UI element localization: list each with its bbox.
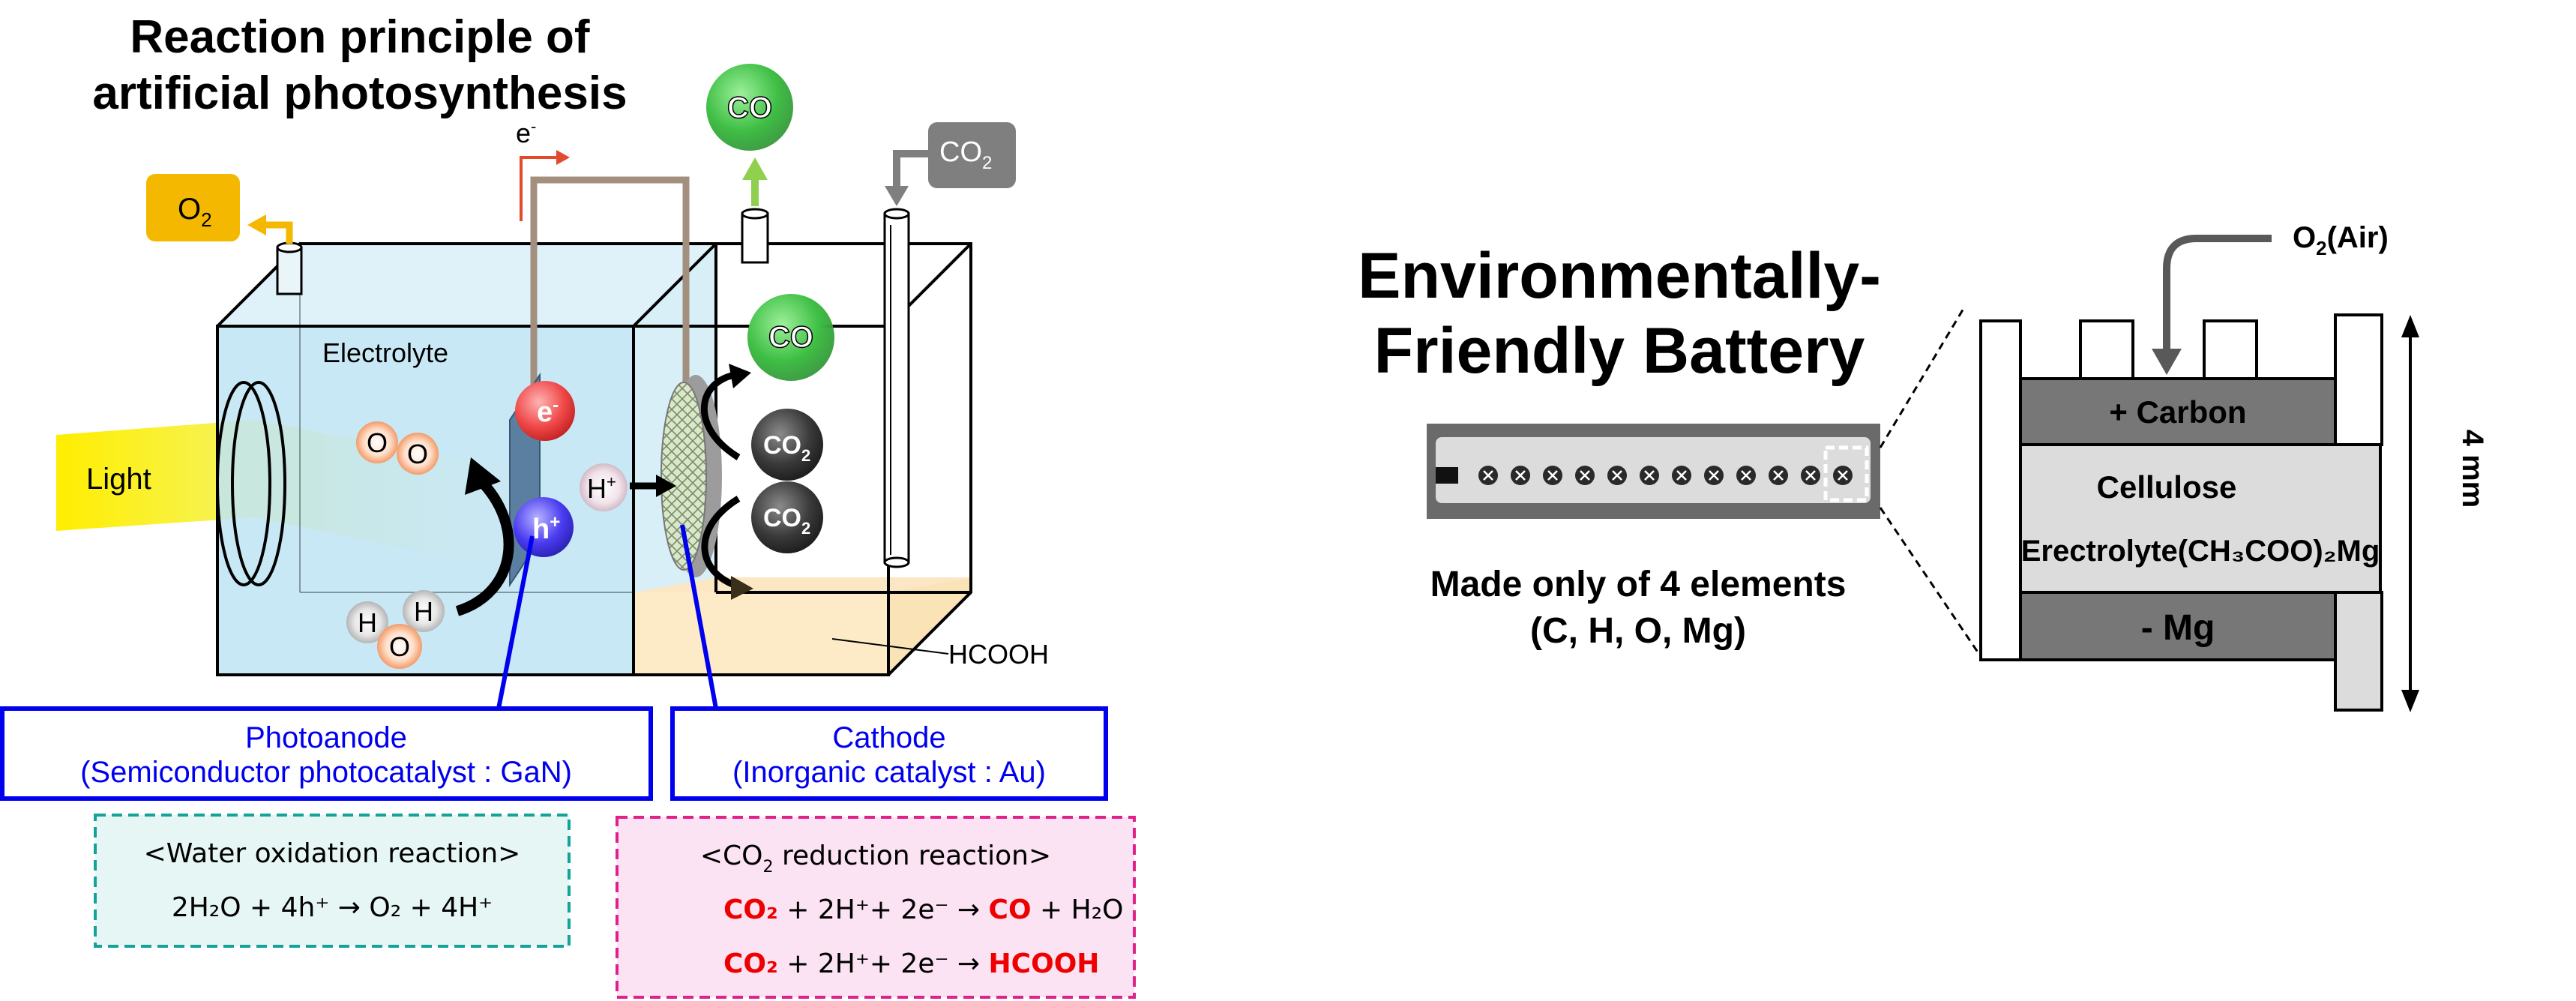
co2-ball-1 xyxy=(751,409,823,481)
air-vent-1 xyxy=(2079,319,2134,380)
co-reduction-arrow xyxy=(700,371,741,460)
right-current-collector-top xyxy=(2334,313,2383,446)
external-wire xyxy=(530,176,690,394)
photosynthesis-title-line1: Reaction principle of xyxy=(130,11,590,63)
o2-box-label: O2 xyxy=(178,193,212,231)
co2-reduction-equation-2: CO₂ + 2H⁺+ 2e⁻ → HCOOH xyxy=(723,949,1099,979)
zoom-line-bottom xyxy=(1879,507,1984,661)
cathode-liquid-top xyxy=(634,577,971,592)
battery-cell-cross-icon xyxy=(1838,470,1848,481)
co-top-label: CO xyxy=(727,91,772,124)
cathode-mesh xyxy=(660,382,707,571)
battery-caption-line2: (C, H, O, Mg) xyxy=(1530,611,1746,651)
battery-cell-cross-icon xyxy=(1612,470,1622,481)
battery-diagram: Environmentally- Friendly Battery Made o… xyxy=(1358,221,2489,712)
co2-box xyxy=(928,122,1016,188)
o2-box xyxy=(146,174,240,241)
oxidation-curve-arrow xyxy=(455,476,514,616)
mg-label: - Mg xyxy=(2141,608,2215,648)
hole-ball xyxy=(514,497,574,557)
water-oxidation-box xyxy=(94,814,571,948)
cathode-leader xyxy=(680,524,718,709)
battery-photo-cells xyxy=(1478,466,1853,485)
battery-cell-cross-icon xyxy=(1547,470,1558,481)
photoanode-subtitle: (Semiconductor photocatalyst : GaN) xyxy=(80,756,572,789)
svg-text:H: H xyxy=(414,596,433,627)
cathode-subtitle: (Inorganic catalyst : Au) xyxy=(732,756,1046,789)
hcooh-reduction-arrow xyxy=(701,496,741,590)
air-vent-2 xyxy=(2203,319,2258,380)
battery-caption-line1: Made only of 4 elements xyxy=(1430,565,1847,604)
battery-cell-cross-icon xyxy=(1483,470,1493,481)
co-mid-label: CO xyxy=(768,321,813,354)
battery-cell-cross-icon xyxy=(1709,470,1719,481)
co2-ball-2 xyxy=(751,481,823,553)
o2-air-arrow xyxy=(2163,235,2272,356)
hcooh-pointer xyxy=(831,638,949,655)
electron-ball xyxy=(515,381,575,441)
photosynthesis-diagram: Reaction principle of artificial photosy… xyxy=(0,11,1136,999)
anode-compartment-fill xyxy=(217,244,716,326)
photoanode-title: Photoanode xyxy=(245,721,407,754)
photosynthesis-title-line2: artificial photosynthesis xyxy=(92,67,627,119)
electron-flow-arrow xyxy=(520,156,559,221)
co2-ball-1-label: CO2 xyxy=(763,431,810,465)
cellulose-layer xyxy=(2019,443,2382,594)
cellulose-label: Cellulose xyxy=(2097,469,2237,505)
svg-text:O: O xyxy=(389,631,410,662)
left-current-collector xyxy=(1979,319,2022,661)
photoanode-leader xyxy=(496,535,535,709)
battery-cell-cross-icon xyxy=(1805,470,1816,481)
electrolyte-label: Electrolyte xyxy=(322,337,448,368)
battery-cell-cross-icon xyxy=(1644,470,1655,481)
battery-cell-cross-icon xyxy=(1741,470,1751,481)
photoanode-box xyxy=(0,706,653,801)
o2-arrow xyxy=(262,221,293,244)
co-mid-ball xyxy=(747,294,834,381)
battery-title-line2: Friendly Battery xyxy=(1374,315,1865,387)
water-oxidation-equation: 2H₂O + 4h⁺ → O₂ + 4H⁺ xyxy=(172,892,493,923)
co-vent xyxy=(741,208,769,264)
light-label: Light xyxy=(86,463,151,496)
o2-air-label: O2(Air) xyxy=(2293,221,2389,259)
o2-vent xyxy=(276,241,303,295)
electron-label: e- xyxy=(516,117,536,148)
thickness-label: 4 mm xyxy=(2456,430,2489,508)
right-current-collector-bottom xyxy=(2334,591,2383,712)
co-top-ball xyxy=(706,64,793,151)
co2-reduction-equation-1: CO₂ + 2H⁺+ 2e⁻ → CO + H₂O xyxy=(723,895,1123,925)
co2-inlet-tube xyxy=(883,208,910,568)
svg-text:O: O xyxy=(367,427,388,458)
water-oxidation-title: <Water oxidation reaction> xyxy=(144,838,521,869)
co2-box-label: CO2 xyxy=(939,136,992,173)
hcooh-label: HCOOH xyxy=(948,639,1049,670)
hole-ball-label: h+ xyxy=(532,512,560,545)
water-molecule: H H O xyxy=(346,590,445,669)
battery-title-line1: Environmentally- xyxy=(1358,240,1881,312)
electrolyte-composition-label: Erectrolyte(CH₃COO)₂Mg xyxy=(2021,535,2380,568)
carbon-label: + Carbon xyxy=(2109,394,2246,430)
zoom-line-top xyxy=(1879,307,1966,448)
proton-ball xyxy=(580,463,628,511)
battery-cell-cross-icon xyxy=(1773,470,1784,481)
cathode-title: Cathode xyxy=(832,721,945,754)
co2-ball-2-label: CO2 xyxy=(763,504,810,538)
co2-inlet-arrow xyxy=(893,150,928,187)
battery-cell-cross-icon xyxy=(1676,470,1687,481)
electron-ball-label: e- xyxy=(537,395,559,428)
cathode-box xyxy=(670,706,1108,801)
zoom-marker xyxy=(1823,445,1869,502)
svg-text:H: H xyxy=(358,607,377,638)
oxygen-atoms: O O xyxy=(356,421,439,475)
svg-text:O: O xyxy=(407,439,428,469)
battery-cell-cross-icon xyxy=(1515,470,1526,481)
proton-label: H+ xyxy=(587,472,616,504)
co2-reduction-title: <CO2 reduction reaction> xyxy=(700,841,1051,877)
co2-reduction-box xyxy=(616,816,1136,999)
cathode-liquid-side xyxy=(888,577,971,675)
light-window xyxy=(216,381,286,586)
cathode-liquid xyxy=(634,592,888,675)
battery-cell-cross-icon xyxy=(1580,470,1590,481)
